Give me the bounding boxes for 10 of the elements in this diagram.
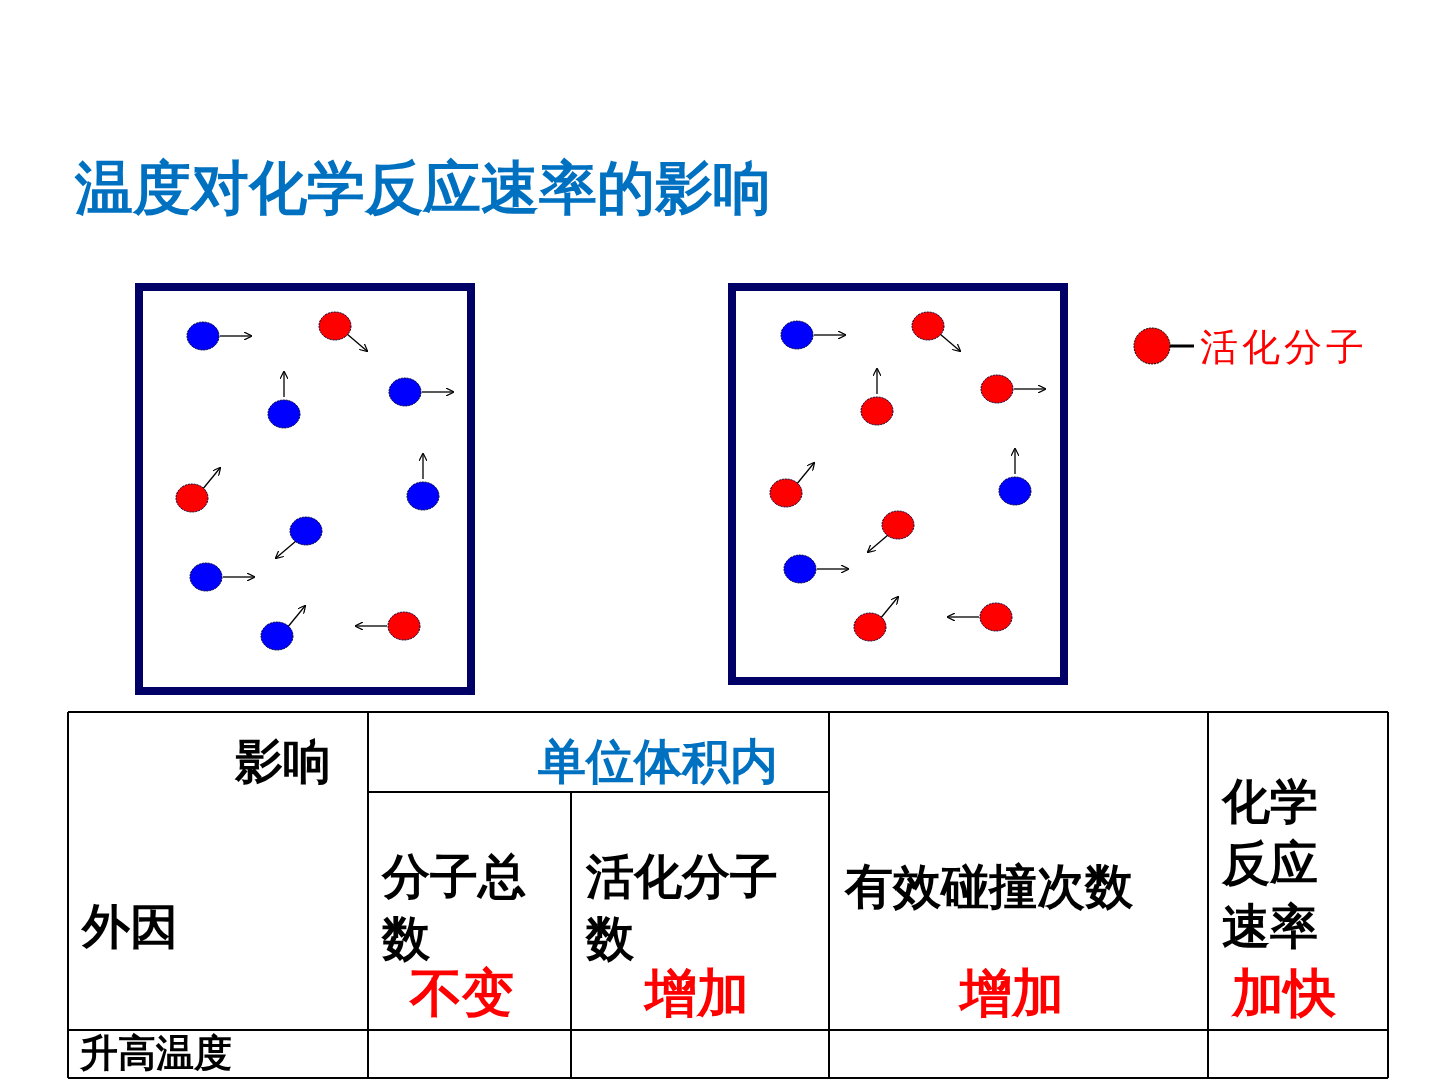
- table-cell: 升高温度: [80, 1033, 232, 1075]
- table-header: 影响: [235, 732, 331, 791]
- answer-text: 增加: [960, 962, 1064, 1025]
- table-header: 单位体积内: [538, 732, 778, 791]
- legend-label: 活化分子: [1200, 324, 1368, 371]
- table-header: 有效碰撞次数: [845, 857, 1133, 916]
- table-header: 化学反应速率: [1222, 772, 1319, 956]
- slide-title: 温度对化学反应速率的影响: [75, 153, 771, 224]
- answer-text: 加快: [1232, 962, 1336, 1025]
- table-header: 外因: [82, 897, 178, 956]
